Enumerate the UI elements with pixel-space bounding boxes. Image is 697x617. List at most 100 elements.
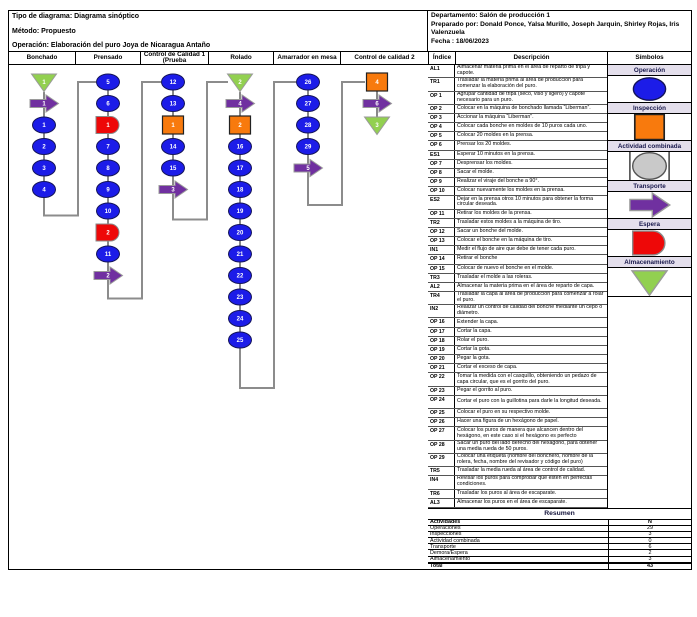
flow-node-label: 1 [42,80,46,86]
flow-node-operation-26: 26 [296,73,320,91]
flow-node-label: 3 [375,123,379,129]
flow-node-label: 4 [42,188,46,194]
row-index: OP 13 [430,238,445,245]
row-description: Hacer una figura de un hexágono de papel… [454,418,607,427]
flow-node-label: 8 [106,166,110,172]
column-amarrador: Amarrador en mesa [274,52,341,64]
row-description: Prensar los 20 moldes. [454,141,607,150]
flow-node-label: 15 [170,166,177,172]
flow-node-label: 2 [238,123,242,129]
flow-node-operation-29: 29 [296,138,320,155]
legend-symbol-cell [608,268,691,298]
summary-activity: Inspecciones [430,531,462,538]
flow-connector [172,81,228,221]
flow-connector [107,81,161,300]
flow-node-label: 4 [375,80,379,86]
row-description: Trasladar estos moldes a la máquina de t… [454,218,607,227]
row-description: Colocar el bonche en la máquina de tiro. [454,237,607,246]
row-index: OP 9 [430,179,442,185]
row-index: OP 10 [430,188,445,195]
flow-node-inspection [633,114,666,141]
flow-node-operation-10: 10 [96,202,120,220]
summary-activity: Operaciones [430,525,461,532]
summary-activity: Almacenamiento [430,556,471,563]
flow-connector [43,81,96,217]
simbolos-header: Símbolos [635,53,664,61]
operation-icon [632,77,667,101]
flow-node-operation-25: 25 [228,331,252,349]
row-index: OP 7 [430,160,442,167]
column-control-calidad-1: Control de Calidad 1 (Prueba [141,52,209,64]
flow-node-label: 7 [106,145,110,151]
synoptic-diagram-sheet: Tipo de diagrama: Diagrama sinóptico Mét… [8,10,692,570]
row-index: TR4 [430,292,440,299]
row-description: Colocar 20 moldes en la prensa. [454,132,607,141]
row-description: Cortar la gota. [454,345,607,355]
flow-node-label: 10 [105,209,112,215]
flow-node-operation-15: 15 [161,159,185,177]
summary-count: N [608,519,691,525]
flow-node-operation-24: 24 [228,310,252,327]
row-description: Extender la capa. [454,318,607,327]
flow-node-label: 21 [237,252,244,258]
prepared-by: Preparado por: Donald Ponce, Yalsa Muril… [431,20,680,37]
flow-node-label: 6 [375,102,379,108]
row-index: OP 21 [430,365,445,372]
summary-activity: Transporte [430,543,456,550]
row-description: Pegar el gorrito al puro. [454,386,607,395]
flow-node-operation-21: 21 [228,245,252,263]
flow-node-label: 13 [170,102,177,108]
flow-node-operation-17: 17 [228,159,252,177]
flow-node-delay [632,230,666,256]
summary-count: 6 [608,544,691,550]
flow-node-label: 4 [238,102,242,108]
row-description: Colocar en la máquina de bonchado llamad… [454,104,607,113]
flow-node-transport-1: 1 [29,94,60,113]
flowchart-canvas: 1112345617891021121213114153242161718192… [29,72,393,389]
flow-node-label: 25 [237,338,244,344]
legend-label-inspection: Inspección [608,103,691,115]
row-index: OP 25 [430,410,445,417]
summary-count: 43 [608,563,691,569]
row-index: OP 26 [430,419,445,426]
row-index: OP 4 [430,124,442,131]
legend-symbol-cell [608,76,691,104]
legend-label-operation: Operación [608,65,691,77]
row-index: OP 15 [430,265,445,272]
row-index: OP 11 [430,210,445,217]
row-index: AL2 [430,283,440,290]
summary-count: 3 [608,531,691,537]
row-description: Sacar el molde. [454,168,607,177]
flow-node-transport-5: 5 [293,158,324,178]
storage-icon [630,270,669,297]
row-description: Sacar un bonche del molde. [454,227,607,237]
flow-node-label: 12 [170,80,177,86]
flow-node-label: 16 [237,145,244,151]
flow-node-operation-5: 5 [96,73,120,91]
flow-node-transport-3: 3 [158,180,189,199]
flow-node-storage-1: 1 [30,73,58,93]
flow-node-operation-1: 1 [32,116,56,134]
flow-node-operation-3: 3 [32,159,56,177]
summary-title: Resumen [428,509,691,520]
